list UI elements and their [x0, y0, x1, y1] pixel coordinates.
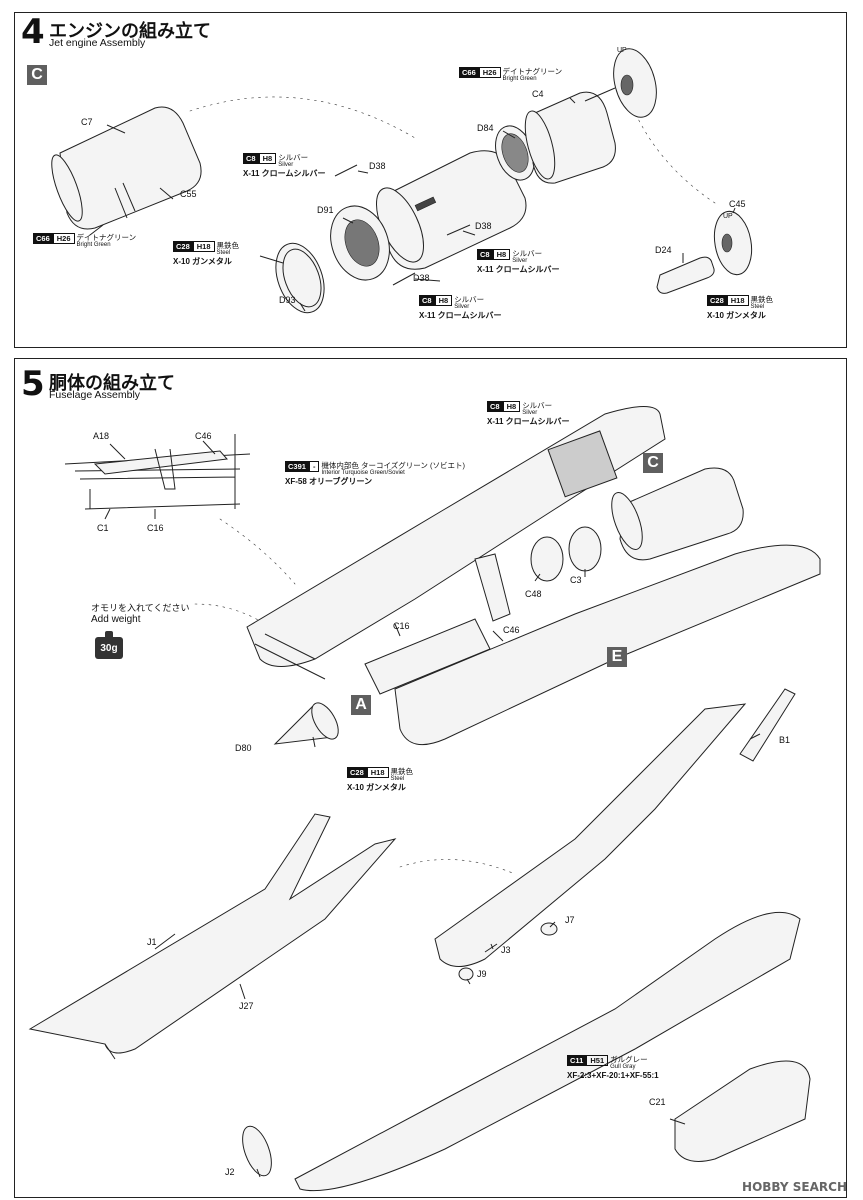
engine-assembly-drawing [51, 48, 753, 314]
part-d38-bottom: D38 [413, 273, 430, 283]
part-c16-left: C16 [147, 523, 164, 533]
up-marker: UP [617, 47, 627, 54]
part-d84: D84 [477, 123, 494, 133]
part-a18: A18 [93, 431, 110, 441]
part-c7: C7 [81, 117, 93, 127]
add-weight-en: Add weight [91, 614, 141, 625]
part-d38-mid: D38 [475, 221, 492, 231]
color-callout-c391: C391-機体内部色 ターコイズグリーン (ソビエト)Interior Turq… [285, 461, 465, 486]
part-c4: C4 [532, 89, 544, 99]
subassembly-c-box: C [27, 65, 47, 85]
part-d24: D24 [655, 245, 672, 255]
part-c48: C48 [525, 589, 542, 599]
step4-panel: 4 エンジンの組み立て Jet engine Assembly C C7 C55… [14, 12, 847, 348]
up-marker-c45: UP [723, 213, 733, 220]
part-c1: C1 [97, 523, 109, 533]
part-d80: D80 [235, 743, 252, 753]
part-j7: J7 [565, 915, 575, 925]
hobby-search-watermark: HOBBY SEARCH [742, 1180, 847, 1194]
part-j27: J27 [239, 1001, 254, 1011]
part-c16-center: C16 [393, 621, 410, 631]
part-c46-top: C46 [195, 431, 212, 441]
part-j9: J9 [477, 969, 487, 979]
subassembly-a-box: A [351, 695, 371, 715]
add-weight-jp: オモリを入れてください [91, 603, 190, 613]
subassembly-c-box: C [643, 453, 663, 473]
subassembly-e-box: E [607, 647, 627, 667]
step-number: 4 [21, 12, 45, 52]
step-title-en: Fuselage Assembly [49, 389, 141, 401]
step5-panel: 5 胴体の組み立て Fuselage Assembly C E A A18 C4… [14, 358, 847, 1198]
fuselage-assembly-drawing [28, 406, 821, 1192]
step-number: 5 [21, 364, 45, 404]
part-j3: J3 [501, 945, 511, 955]
part-c21: C21 [649, 1097, 666, 1107]
part-d93: D93 [279, 295, 296, 305]
part-d38-top: D38 [369, 161, 386, 171]
part-d91: D91 [317, 205, 334, 215]
part-j1: J1 [147, 937, 157, 947]
add-weight-note: オモリを入れてください Add weight [91, 603, 189, 625]
part-c55: C55 [180, 189, 197, 199]
part-c45: C45 [729, 199, 746, 209]
step-title-jp: 胴体の組み立て [49, 373, 175, 394]
step-title-jp: エンジンの組み立て [49, 21, 211, 42]
step-title-en: Jet engine Assembly [49, 37, 146, 49]
weight-30g-icon: 30g [95, 631, 123, 659]
part-c46-center: C46 [503, 625, 520, 635]
part-b1: B1 [779, 735, 791, 745]
part-c3: C3 [570, 575, 582, 585]
part-j2: J2 [225, 1167, 235, 1177]
